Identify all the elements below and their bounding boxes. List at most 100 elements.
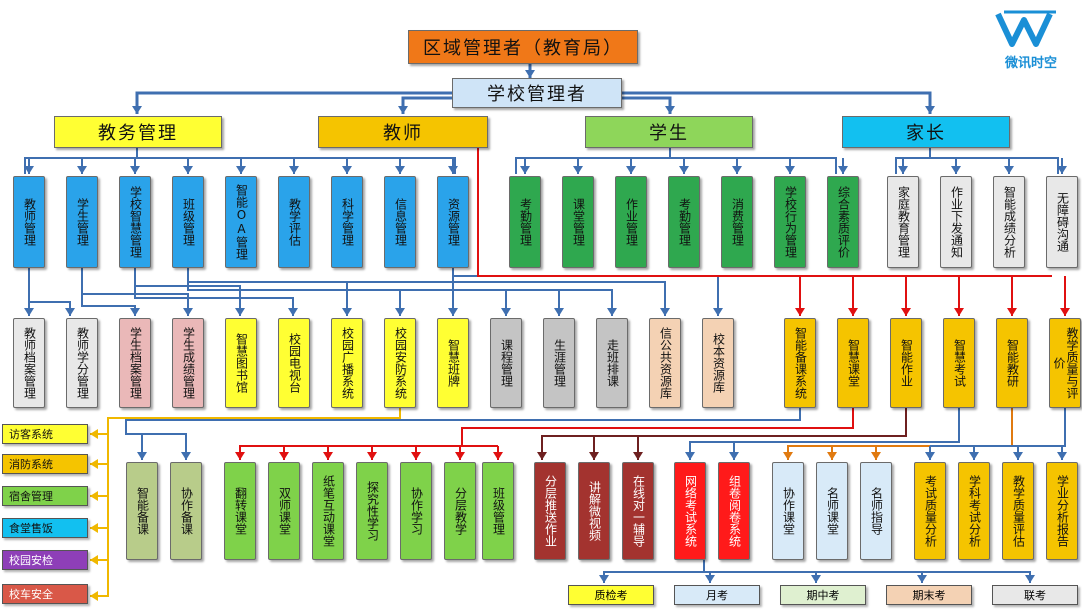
connector	[542, 435, 595, 460]
arrow-head	[607, 308, 617, 316]
r1-student-1: 课堂管理	[562, 176, 594, 268]
arrow-head	[554, 308, 564, 316]
arrow-head	[398, 106, 408, 114]
r2-8: 智慧班牌	[437, 318, 469, 408]
arrow-head	[90, 523, 98, 533]
arrow-head	[24, 308, 34, 316]
r1-6: 科学管理	[331, 176, 363, 268]
side-system-2: 宿舍管理	[2, 486, 88, 506]
r1-3: 班级管理	[172, 176, 204, 268]
r3-6: 协作学习	[400, 462, 432, 560]
r2-0: 教师档案管理	[13, 318, 45, 408]
connector	[347, 281, 666, 316]
connector	[134, 268, 241, 316]
exam-1: 月考	[674, 585, 760, 605]
arrow-head	[898, 166, 908, 174]
arrow-head	[783, 452, 793, 460]
connector	[594, 435, 639, 460]
arrow-head	[411, 452, 421, 460]
arrow-head	[660, 308, 670, 316]
arrow-head	[181, 452, 191, 460]
r2-teacher-2: 智能作业	[890, 318, 922, 408]
connector	[515, 157, 837, 174]
r3-1: 协作备课	[170, 462, 202, 560]
connector	[24, 157, 456, 174]
arrow-head	[235, 452, 245, 460]
r1-0: 教师管理	[13, 176, 45, 268]
r3-0: 智能备课	[126, 462, 158, 560]
connector	[125, 408, 801, 460]
r1-student-6: 综合素质评价	[827, 176, 859, 268]
arrow-head	[367, 452, 377, 460]
arrow-head	[925, 106, 935, 114]
arrow-head	[954, 308, 964, 316]
r3-10: 讲解微视频	[578, 462, 610, 560]
arrow-head	[1007, 308, 1017, 316]
brand-logo: 微讯时空	[990, 8, 1072, 71]
arrow-head	[589, 452, 599, 460]
connector	[142, 433, 187, 460]
arrow-head	[77, 166, 87, 174]
arrow-head	[685, 452, 695, 460]
arrow-head	[599, 575, 609, 583]
r2-teacher-3: 智慧考试	[943, 318, 975, 408]
connector	[81, 294, 136, 316]
r3-7: 分层教学	[444, 462, 476, 560]
connector	[622, 91, 932, 114]
r3-4: 纸笔互动课堂	[312, 462, 344, 560]
arrow-head	[871, 452, 881, 460]
r3-5: 探究性学习	[356, 462, 388, 560]
arrow-head	[838, 166, 848, 174]
arrow-head	[1013, 452, 1023, 460]
r2-7: 校园安防系统	[384, 318, 416, 408]
arrow-head	[1057, 166, 1067, 174]
arrow-head	[848, 308, 858, 316]
arrow-head	[289, 166, 299, 174]
r2-3: 学生成绩管理	[172, 318, 204, 408]
r2-teacher-5: 教学质量与评价	[1049, 318, 1081, 408]
arrow-head	[679, 166, 689, 174]
arrow-head	[537, 452, 547, 460]
r1-8: 资源管理	[437, 176, 469, 268]
connector	[452, 268, 719, 316]
arrow-head	[795, 308, 805, 316]
connector	[690, 441, 735, 460]
r3-12: 网络考试系统	[674, 462, 706, 560]
arrow-head	[288, 308, 298, 316]
arrow-head	[90, 429, 98, 439]
arrow-head	[732, 166, 742, 174]
arrow-head	[130, 166, 140, 174]
r2-2: 学生档案管理	[119, 318, 151, 408]
arrow-head	[1060, 308, 1070, 316]
arrow-head	[342, 308, 352, 316]
r2-13: 校本资源库	[702, 318, 734, 408]
r1-student-5: 学校行为管理	[774, 176, 806, 268]
connector	[239, 408, 854, 460]
r3-3: 双师课堂	[268, 462, 300, 560]
r1-parent-1: 作业下发通知	[940, 176, 972, 268]
arrow-head	[785, 166, 795, 174]
connector	[788, 445, 833, 460]
side-system-5: 校车安全	[2, 584, 88, 604]
arrow-head	[827, 452, 837, 460]
arrow-head	[137, 452, 147, 460]
arrow-head	[633, 452, 643, 460]
r3-17: 考试质量分析	[914, 462, 946, 560]
connector	[400, 289, 560, 316]
arrow-head	[448, 166, 458, 174]
connector	[541, 408, 907, 460]
arrow-head	[183, 166, 193, 174]
side-system-3: 食堂售饭	[2, 518, 88, 538]
connector	[452, 276, 507, 316]
arrow-head	[236, 166, 246, 174]
r1-student-4: 消费管理	[721, 176, 753, 268]
exam-4: 联考	[992, 585, 1078, 605]
r3-18: 学科考试分析	[958, 462, 990, 560]
category-student-box: 学生	[585, 116, 753, 148]
arrow-head	[969, 452, 979, 460]
r2-1: 教师学分管理	[66, 318, 98, 408]
arrow-head	[455, 452, 465, 460]
arrow-head	[235, 308, 245, 316]
logo-mark-icon	[995, 10, 1056, 47]
r2-9: 课程管理	[490, 318, 522, 408]
